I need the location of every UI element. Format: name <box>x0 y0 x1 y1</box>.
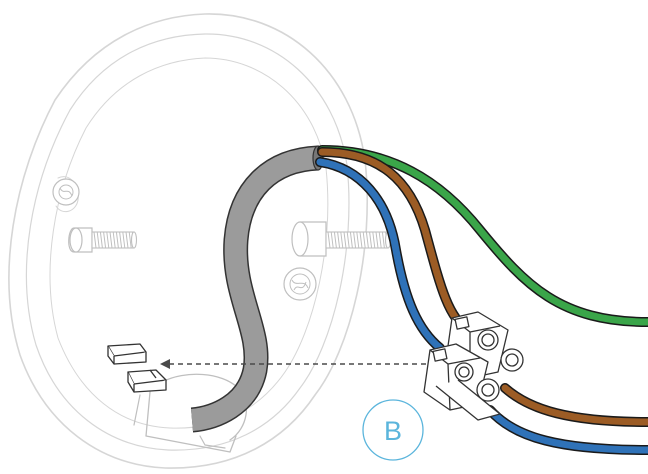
threaded-screw-icon <box>291 221 392 257</box>
knockout-top-left <box>55 176 79 213</box>
back-box-inner-rim <box>25 33 350 451</box>
blue-neutral-wire <box>315 157 445 353</box>
earth-clip-icon <box>107 343 147 365</box>
round-screw-head <box>283 267 317 301</box>
step-badge: B <box>362 399 424 461</box>
threaded-screw-icon <box>68 227 138 253</box>
terminal-block-icon <box>423 311 524 421</box>
step-label: B <box>384 416 402 446</box>
green-earth-wire-fill <box>318 146 648 326</box>
wires <box>315 145 648 455</box>
insertion-arrow <box>160 359 426 369</box>
earth-clip-icon <box>127 369 167 393</box>
round-screw-head-left <box>52 178 80 206</box>
